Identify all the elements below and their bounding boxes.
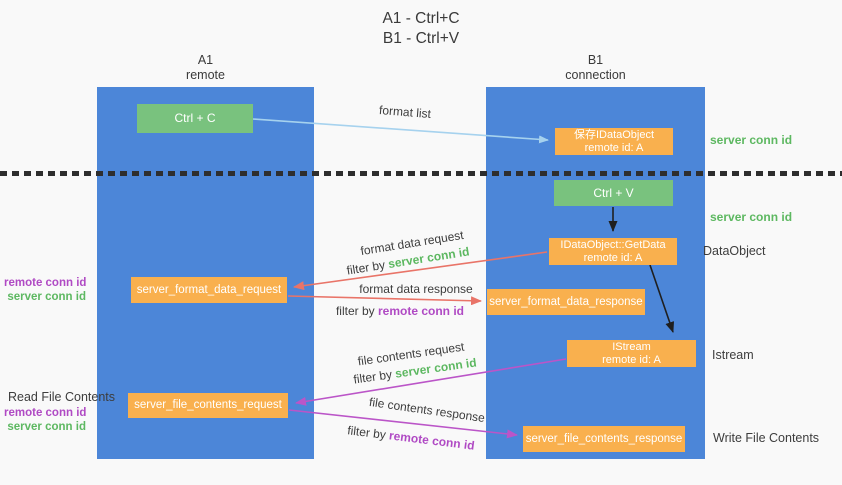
filter-by-prefix: filter by xyxy=(346,423,387,442)
node-save-idataobject-line1: 保存IDataObject xyxy=(573,129,655,141)
node-ctrl-c-label: Ctrl + C xyxy=(174,111,216,126)
label-istream: Istream xyxy=(712,348,754,362)
label-read-file-contents: Read File Contents xyxy=(8,390,116,404)
remote-conn-id-label: remote conn id xyxy=(4,407,87,419)
remote-conn-id-keyword: remote conn id xyxy=(378,304,465,318)
label-file-contents-response-text: file contents response xyxy=(368,394,486,426)
node-format-response-label: server_format_data_response xyxy=(489,295,643,308)
node-format-request-label: server_format_data_request xyxy=(136,283,282,296)
lane-header-a1: A1 remote xyxy=(97,53,314,83)
server-conn-id-label: server conn id xyxy=(7,420,86,433)
label-server-conn-id-top: server conn id xyxy=(710,133,793,147)
lane-a1-id: A1 xyxy=(197,53,214,67)
label-filter-by-remote-conn-id-2: filter by remote conn id xyxy=(321,420,501,456)
node-istream-line1: IStream xyxy=(612,341,651,353)
node-istream: IStream remote id: A xyxy=(567,340,696,367)
label-format-list: format list xyxy=(355,101,456,123)
filter-by-prefix: filter by xyxy=(335,304,375,318)
node-ctrl-v-label: Ctrl + V xyxy=(593,185,634,200)
node-server-file-contents-request: server_file_contents_request xyxy=(128,393,288,418)
diagram-title: A1 - Ctrl+C B1 - Ctrl+V xyxy=(0,9,842,49)
label-format-data-response-text: format data response xyxy=(359,282,473,296)
lane-a1-name: remote xyxy=(186,68,225,82)
title-line-1: A1 - Ctrl+C xyxy=(382,10,460,27)
node-save-idataobject: 保存IDataObject remote id: A xyxy=(555,128,673,155)
lane-b1-id: B1 xyxy=(587,53,604,67)
label-conn-id-pair-upper: remote conn id server conn id xyxy=(4,277,86,304)
node-istream-line2: remote id: A xyxy=(602,353,661,366)
server-conn-id-label: server conn id xyxy=(7,290,86,303)
lane-header-b1: B1 connection xyxy=(486,53,705,83)
title-line-2: B1 - Ctrl+V xyxy=(382,30,460,47)
label-server-conn-id-mid: server conn id xyxy=(710,210,793,224)
node-idataobject-getdata: IDataObject::GetData remote id: A xyxy=(549,238,677,265)
filter-by-prefix: filter by xyxy=(345,257,387,278)
node-ctrl-c: Ctrl + C xyxy=(137,104,253,133)
node-save-idataobject-line2: remote id: A xyxy=(584,141,644,154)
label-filter-by-remote-conn-id-1: filter by remote conn id xyxy=(315,304,485,318)
label-dataobject: DataObject xyxy=(703,244,766,258)
label-format-data-response: format data response xyxy=(331,282,501,296)
dotted-divider-line xyxy=(0,171,842,176)
arrow-format-data-response xyxy=(287,295,482,306)
label-conn-id-pair-lower: remote conn id server conn id xyxy=(4,407,86,434)
remote-conn-id-keyword: remote conn id xyxy=(388,428,476,453)
remote-conn-id-label: remote conn id xyxy=(4,277,87,289)
filter-by-prefix: filter by xyxy=(352,367,393,387)
label-format-list-text: format list xyxy=(378,102,432,122)
lane-b1-name: connection xyxy=(565,68,626,82)
node-ctrl-v: Ctrl + V xyxy=(554,180,673,206)
node-file-response-label: server_file_contents_response xyxy=(525,432,683,445)
node-getdata-line1: IDataObject::GetData xyxy=(560,239,666,251)
label-write-file-contents: Write File Contents xyxy=(713,431,820,445)
node-server-format-data-request: server_format_data_request xyxy=(131,277,287,303)
node-getdata-line2: remote id: A xyxy=(583,251,643,264)
node-server-file-contents-response: server_file_contents_response xyxy=(523,426,685,452)
node-file-request-label: server_file_contents_request xyxy=(134,399,282,412)
node-server-format-data-response: server_format_data_response xyxy=(487,289,645,315)
